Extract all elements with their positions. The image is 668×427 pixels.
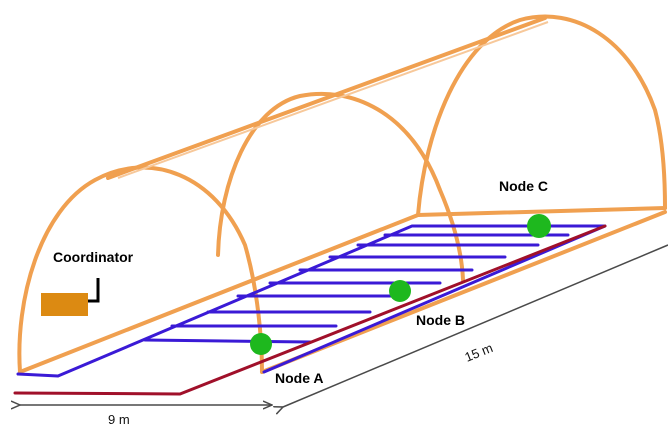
middle-arch (216, 91, 465, 282)
coordinator-device (41, 278, 100, 316)
pipe-outline (16, 224, 607, 378)
coordinator-label: Coordinator (53, 249, 134, 265)
sensor-nodes (250, 214, 551, 355)
node-c-marker (527, 214, 551, 238)
node-a-marker (250, 333, 272, 355)
length-dimension-line (283, 244, 668, 407)
width-dimension-label: 9 m (108, 412, 130, 427)
greenhouse-frame (17, 14, 667, 374)
coordinator-box (41, 293, 88, 316)
ridge-beam (106, 16, 547, 180)
dimensions (20, 244, 668, 407)
length-dimension-label: 15 m (463, 340, 495, 365)
coordinator-antenna (88, 278, 100, 303)
ridge-beam-shade (117, 21, 549, 179)
node-b-label: Node B (416, 312, 465, 328)
pipe-row-1 (143, 338, 312, 344)
front-arch (17, 165, 264, 374)
node-c-label: Node C (499, 178, 548, 194)
back-arch (416, 14, 667, 217)
main-line (13, 224, 607, 396)
node-a-label: Node A (275, 370, 323, 386)
node-b-marker (389, 280, 411, 302)
floor-left-edge (18, 213, 420, 374)
main-supply-line (13, 224, 607, 396)
floor-back-edge (416, 206, 667, 217)
